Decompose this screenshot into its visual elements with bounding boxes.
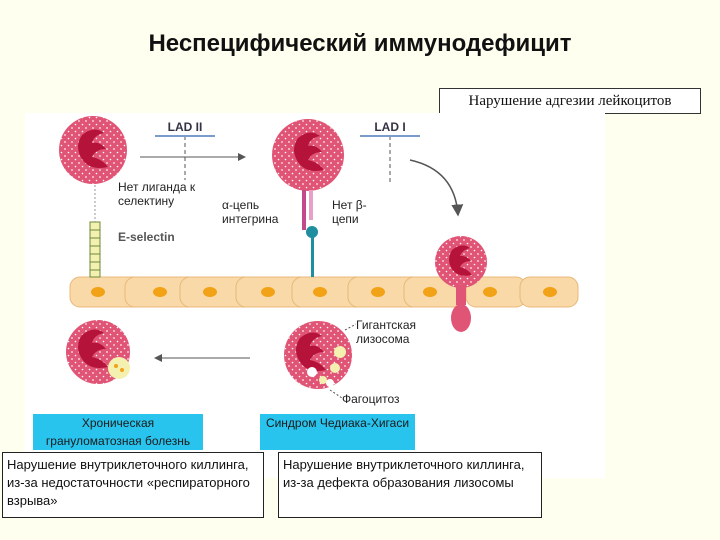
e-selectin-label: E-selectin	[118, 230, 175, 244]
header-box: Нарушение адгезии лейкоцитов	[439, 88, 701, 114]
note-left: Нарушение внутриклеточного киллинга, из-…	[2, 452, 264, 518]
no-beta-label: Нет β-цепи	[332, 198, 367, 226]
leukocyte-transmigrating	[435, 236, 487, 332]
giant-lysosome-label: Гигантская лизосома	[356, 318, 436, 346]
leukocyte-lad1	[272, 119, 344, 277]
note-right: Нарушение внутриклеточного киллинга, из-…	[278, 452, 542, 518]
phagocytosis-label: Фагоцитоз	[342, 392, 400, 406]
leukocyte-chediak	[284, 321, 352, 389]
alpha-chain-label: α-цепь интегрина	[222, 198, 279, 226]
e-selectin-ladder	[89, 185, 101, 278]
no-ligand-label: Нет лиганда к селектину	[118, 180, 218, 208]
endothelium-layer	[69, 276, 579, 308]
leukocyte-cgd	[66, 320, 130, 384]
lad1-label: LAD I	[360, 121, 420, 137]
page-title: Неспецифический иммунодефицит	[148, 30, 572, 57]
cgd-box: Хроническая грануломатозная болезнь	[33, 414, 203, 450]
lad2-label: LAD II	[155, 121, 215, 137]
leukocyte-lad2	[59, 116, 127, 184]
chs-box: Синдром Чедиака-Хигаси	[260, 414, 415, 450]
arrow-curve	[409, 159, 464, 217]
